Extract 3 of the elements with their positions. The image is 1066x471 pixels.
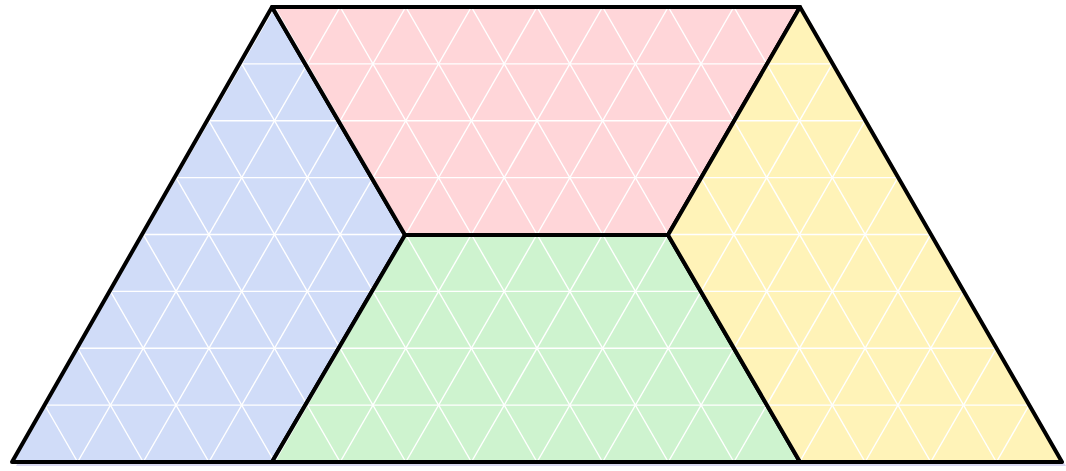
trapezoid-region (666, 5, 1064, 464)
trapezoid-region (270, 233, 802, 464)
trapezoid-region (270, 5, 802, 237)
